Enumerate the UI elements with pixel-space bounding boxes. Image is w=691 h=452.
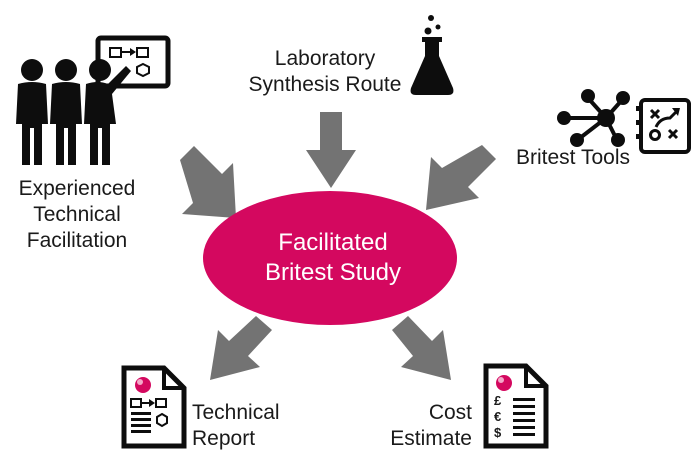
currency-euro: €: [494, 409, 502, 424]
arrow-facilitation-to-hub: [180, 146, 236, 218]
facilitation-label-line3: Facilitation: [26, 229, 128, 252]
currency-dollar: $: [494, 425, 502, 440]
arrow-tools-to-hub: [426, 145, 496, 210]
arrow-synthesis-to-hub: [306, 112, 356, 188]
tools-label-line1: Britest Tools: [516, 146, 630, 169]
facilitation-label-line1: Experienced: [18, 177, 136, 200]
flask-icon: [410, 15, 454, 95]
hub-label: Facilitated Britest Study: [205, 228, 461, 288]
synthesis-label-line1: Laboratory: [274, 47, 376, 70]
facilitation-label: Experienced Technical Facilitation: [2, 176, 152, 254]
cost-document-icon: [483, 363, 549, 449]
estimate-label: Cost Estimate: [370, 400, 472, 452]
network-and-tactics-icon: [557, 89, 691, 154]
hub-label-line2: Britest Study: [264, 259, 402, 286]
estimate-label-line2: Estimate: [390, 427, 472, 450]
arrow-hub-to-estimate: [392, 316, 451, 380]
report-document-icon: [121, 365, 187, 449]
report-label-line2: Report: [192, 427, 256, 450]
synthesis-label-line2: Synthesis Route: [248, 73, 402, 96]
hub-ellipse: [203, 191, 457, 325]
arrow-hub-to-report: [210, 316, 272, 380]
report-label-line1: Technical: [192, 401, 280, 424]
tools-label: Britest Tools: [490, 145, 630, 171]
report-label: Technical Report: [192, 400, 302, 452]
arrows: [180, 112, 496, 380]
synthesis-label: Laboratory Synthesis Route: [240, 46, 410, 98]
currency-pound: £: [494, 393, 502, 408]
hub-label-line1: Facilitated: [278, 229, 388, 256]
facilitation-label-line2: Technical: [33, 203, 121, 226]
estimate-label-line1: Cost: [428, 401, 472, 424]
team-whiteboard-icon: [16, 35, 171, 165]
